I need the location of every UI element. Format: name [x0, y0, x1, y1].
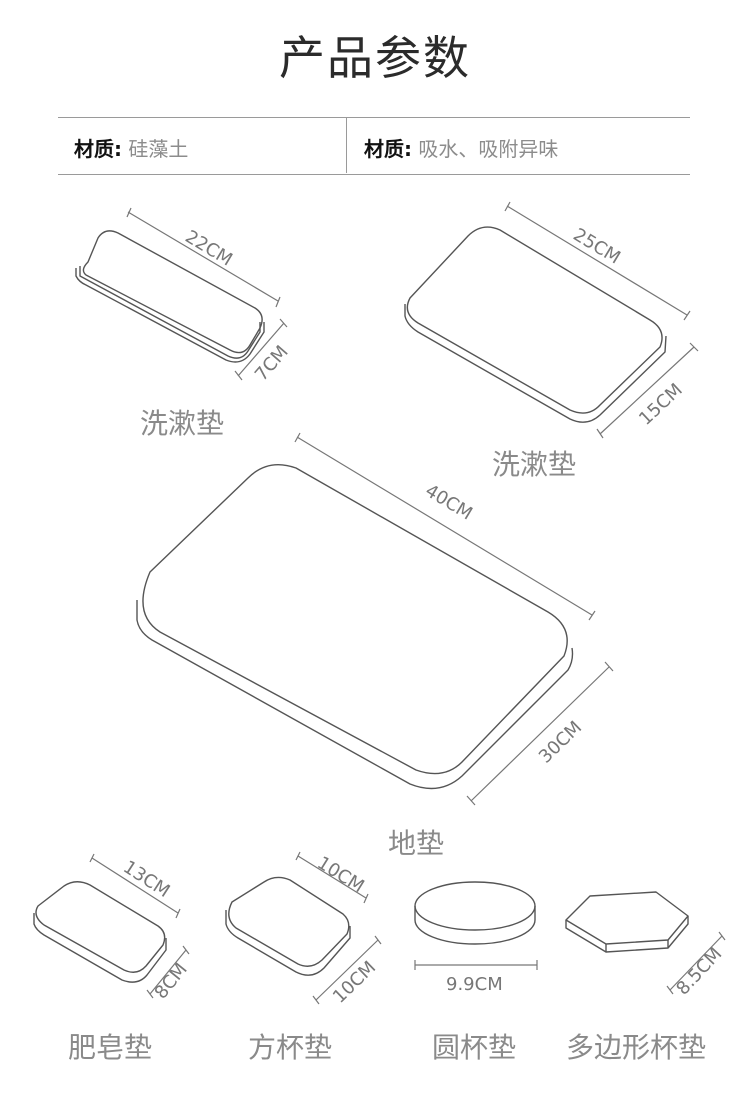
caption-wash-mat-small: 洗漱垫 [140, 407, 225, 440]
dim-label: 25CM [569, 224, 624, 268]
dim-label: 10CM [313, 852, 367, 897]
wash-mat-large-drawing [404, 201, 699, 439]
wash-mat-small-drawing [75, 207, 288, 381]
dim-label: 15CM [635, 380, 687, 430]
spec-table [58, 117, 690, 175]
dim-label: 30CM [535, 717, 586, 768]
dim-label: 7CM [251, 342, 293, 386]
floor-mat-drawing [136, 432, 614, 806]
square-cup-mat-drawing [225, 851, 382, 1005]
spec-separator: : [114, 137, 122, 161]
caption-floor-mat: 地垫 [388, 827, 445, 860]
dim-label: 10CM [329, 957, 380, 1008]
soap-mat-drawing [33, 853, 190, 999]
dim-label: 8CM [151, 959, 192, 1003]
spec-value: 硅藻土 [128, 137, 189, 161]
page-title: 产品参数 [279, 31, 471, 85]
dim-label: 22CM [181, 226, 236, 270]
caption-soap-mat: 肥皂垫 [68, 1031, 153, 1064]
dim-label: 9.9CM [446, 974, 503, 995]
dim-label: 13CM [119, 857, 173, 902]
dim-label: 40CM [421, 480, 476, 524]
spec-key: 材质 [364, 137, 404, 161]
hexagon-cup-mat-drawing [565, 891, 726, 995]
spec-key: 材质 [74, 137, 114, 161]
spec-divider [346, 117, 347, 173]
round-cup-mat-drawing [414, 881, 538, 970]
spec-value: 吸水、吸附异味 [418, 137, 559, 161]
caption-round-cup-mat: 圆杯垫 [432, 1031, 517, 1064]
dim-label: 8.5CM [672, 944, 726, 1000]
spec-separator: : [404, 137, 412, 161]
spec-cell-material: 材质: 硅藻土 [74, 133, 188, 162]
spec-cell-function: 材质: 吸水、吸附异味 [364, 133, 558, 162]
caption-square-cup-mat: 方杯垫 [248, 1031, 333, 1064]
caption-hexagon-cup-mat: 多边形杯垫 [566, 1031, 707, 1064]
caption-wash-mat-large: 洗漱垫 [492, 448, 577, 481]
